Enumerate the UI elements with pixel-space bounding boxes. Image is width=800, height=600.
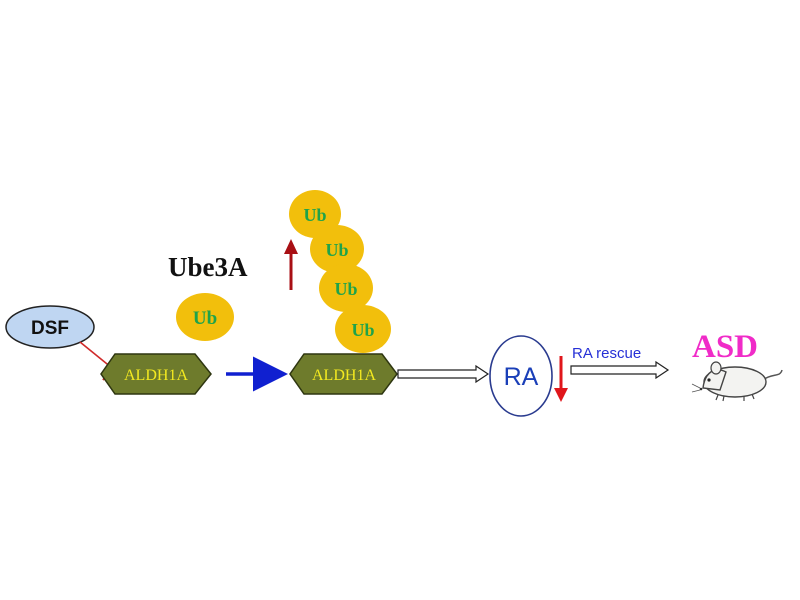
mouse-icon xyxy=(691,361,783,402)
ub-chain: Ub Ub Ub Ub xyxy=(289,190,391,353)
ra-rescue-label: RA rescue xyxy=(572,345,641,362)
aldh1a-left: ALDH1A xyxy=(100,353,212,395)
ub-chain-item: Ub xyxy=(310,225,364,273)
ub-chain-item: Ub xyxy=(289,190,341,238)
ub-chain-item: Ub xyxy=(319,264,373,312)
up-arrow-icon xyxy=(284,239,298,290)
hollow-arrow-to-asd xyxy=(570,360,670,380)
ub-chain-label: Ub xyxy=(334,279,357,299)
free-ub: Ub xyxy=(176,293,234,341)
free-ub-label: Ub xyxy=(193,308,217,329)
asd-label: ASD xyxy=(692,329,758,365)
ub-chain-label: Ub xyxy=(303,205,326,225)
aldh1a-right: ALDH1A xyxy=(289,353,398,395)
down-arrow-icon xyxy=(554,356,568,402)
ube3a-label: Ube3A xyxy=(168,252,248,282)
dsf-node: DSF xyxy=(5,305,95,349)
ub-chain-item: Ub xyxy=(335,305,391,353)
aldh1a-left-label: ALDH1A xyxy=(124,367,188,384)
ub-chain-label: Ub xyxy=(325,240,348,260)
aldh1a-right-label: ALDH1A xyxy=(312,367,376,384)
ube3a-group: Ube3A xyxy=(168,239,298,290)
ub-chain-label: Ub xyxy=(351,320,374,340)
ra-label: RA xyxy=(504,363,539,391)
ra-node: RA xyxy=(489,335,553,417)
hollow-arrow-to-ra xyxy=(397,364,490,384)
dsf-label: DSF xyxy=(31,318,69,339)
